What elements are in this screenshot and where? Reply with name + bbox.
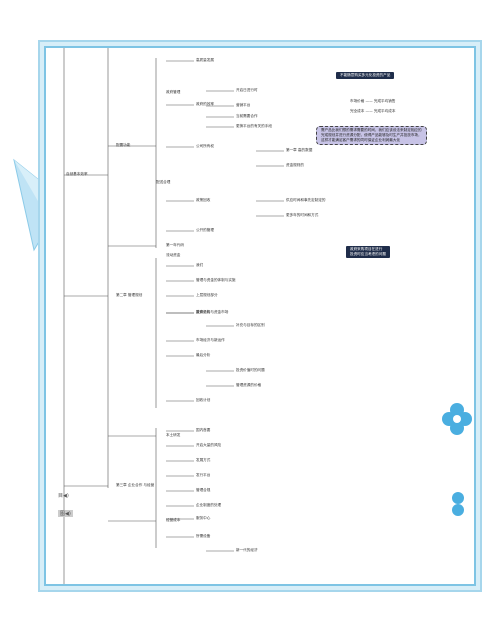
mindmap-node: 国内首要: [196, 428, 211, 432]
mindmap-node: 管理合规: [196, 488, 211, 492]
mindmap-node: 新一代的经济: [236, 548, 258, 552]
mindmap-node: 公开的管理: [196, 228, 214, 232]
flower-icon: [442, 403, 472, 435]
footer-label: 图: [60, 511, 66, 517]
mindmap-node: 开启日进行时: [236, 88, 258, 92]
mindmap-node: 政府管理: [166, 90, 181, 94]
mindmap-node: 政府的效率: [196, 102, 214, 106]
mindmap-node: 政府机构与资金市场: [196, 310, 229, 314]
mindmap-node: 配送合理: [156, 180, 171, 184]
mindmap-node: 发展方式: [196, 458, 211, 462]
footer-label: 目: [58, 493, 64, 499]
mindmap-node: 第一年代码: [166, 243, 184, 247]
mindmap-node: 开启大量的风险: [196, 443, 222, 447]
mindmap-node: 更多年的时间和方式: [286, 213, 319, 217]
mindmap-canvas: 自然基本效率 配置功能 政府管理 高质量发展政府的效率公司所有权配送合理政策回收 开启日…: [44, 46, 476, 586]
note-box: 需产品比我们想的需求需要的时间，我们应该设法来制定相应的 完成规划并进行资源分配…: [316, 126, 427, 145]
callout-label: 不能随意购买多元化投资的产品: [336, 72, 395, 79]
mindmap-node: 上层规划部分: [196, 293, 218, 297]
mindmap-node: 供应时间和事先定制定的: [286, 198, 326, 202]
callout-label: 完全成本 —— 完成平均成本: [350, 109, 396, 113]
mindmap-node: 更换平台的有关的手段: [236, 124, 272, 128]
mindmap-node: 第一章 高的数据: [286, 148, 313, 152]
mindmap-node: 配置功能: [116, 143, 131, 147]
flower-icon: [452, 492, 464, 516]
mindmap-node: 管理与资金的体制与实施: [196, 278, 236, 282]
mindmap-node: 流动资金: [166, 253, 181, 257]
mindmap-node: 市场经济与新运作: [196, 338, 225, 342]
mindmap-node: 管理资源的价格: [236, 383, 262, 387]
callout-label: 市场价格 —— 完成平均销售: [350, 99, 396, 103]
audio-icon[interactable]: 图◀): [58, 510, 73, 517]
mindmap-node: 企业制度的处理: [196, 503, 222, 507]
mindmap-node: 回收计划: [196, 398, 211, 402]
mindmap-node: 经营成本: [166, 518, 181, 522]
mindmap-node: 营销平台: [236, 103, 251, 107]
mindmap-node: 第三章 企业合作 与经营: [116, 483, 155, 487]
mindmap-node: 所需设备: [196, 534, 211, 538]
mindmap-node: 服务中心: [196, 516, 211, 520]
mindmap-node: 投资价值时的问题: [236, 368, 265, 372]
audio-icon[interactable]: 目◀): [58, 493, 69, 499]
mindmap-node: 整体分析: [196, 310, 211, 314]
mindmap-node: 本土研发: [166, 433, 181, 437]
mindmap-node: 我们: [196, 263, 204, 267]
mindmap-node: 公司所有权: [196, 144, 214, 148]
mindmap-node: 最后分析: [196, 353, 211, 357]
mindmap-node: 补充与目标的区别: [236, 323, 265, 327]
mindmap-node: 资金规则的: [286, 163, 304, 167]
mindmap-links: [63, 48, 284, 584]
mindmap-node: 政策回收: [196, 198, 211, 202]
mindmap-node: 当前需要合作: [236, 114, 258, 118]
mindmap-node: 高质量发展: [196, 58, 214, 62]
mindmap-node: 发行平台: [196, 473, 211, 477]
mindmap-node: 自然基本效率: [66, 172, 88, 176]
mindmap-node: 第二章 管理规划: [116, 293, 143, 297]
callout-label: 政府采购项目在进行 投资时应当考虑的问题: [346, 246, 390, 258]
